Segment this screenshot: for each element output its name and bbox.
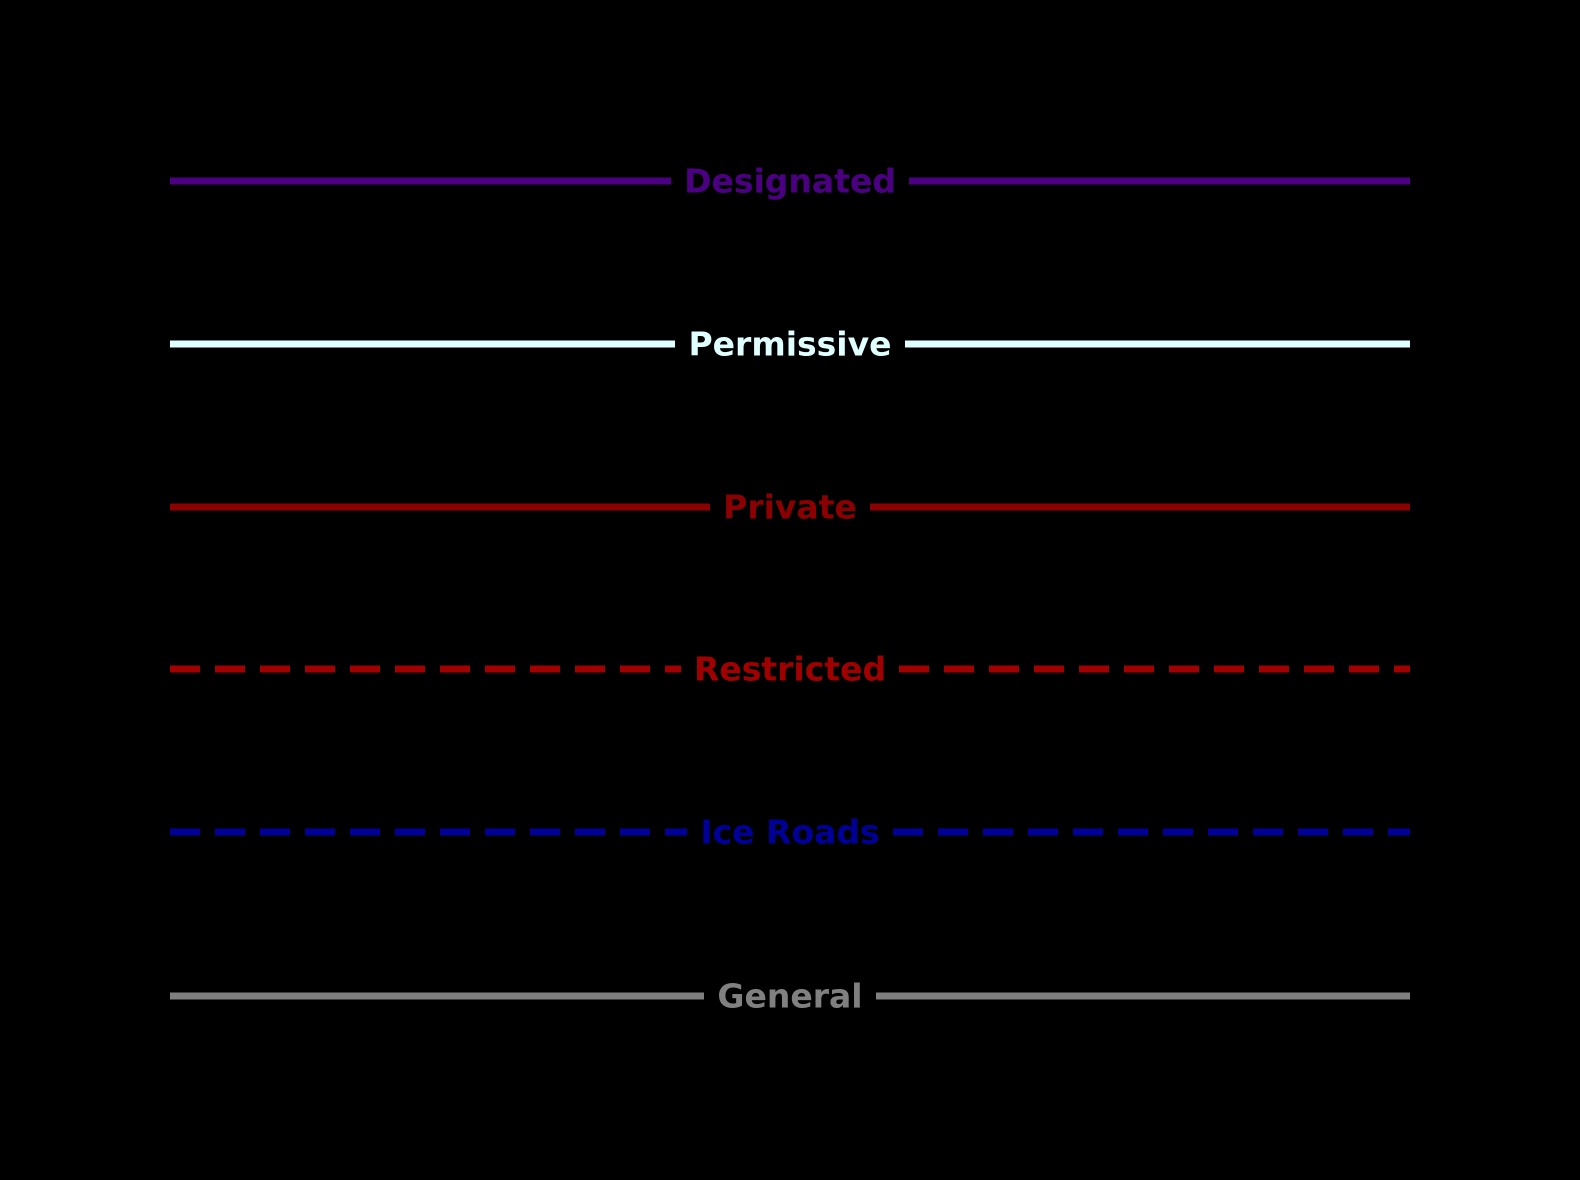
- legend-item-general: General: [170, 976, 1411, 1016]
- legend-line-left-ice-roads: [170, 828, 688, 836]
- legend-line-right-private: [869, 503, 1410, 511]
- legend-line-right-permissive: [904, 340, 1410, 348]
- legend-line-left-general: [170, 992, 705, 1000]
- legend-item-private: Private: [170, 491, 1410, 524]
- legend-label-designated: Designated: [684, 161, 896, 201]
- legend-item-ice-roads: Ice Roads: [170, 812, 1411, 852]
- legend-line-right-ice-roads: [892, 828, 1411, 836]
- legend-line-left-private: [170, 503, 711, 511]
- legend-label-ice-roads: Ice Roads: [700, 812, 880, 852]
- legend-line-right-general: [875, 992, 1411, 1000]
- legend-line-right-restricted: [899, 665, 1411, 673]
- legend-item-designated: Designated: [170, 161, 1411, 201]
- legend-line-left-restricted: [170, 665, 681, 673]
- legend-label-restricted: Restricted: [693, 649, 887, 689]
- legend-label-general: General: [717, 976, 863, 1016]
- legend-item-restricted: Restricted: [170, 649, 1411, 689]
- legend-line-left-permissive: [170, 340, 676, 348]
- legend-line-left-designated: [170, 177, 672, 185]
- legend-item-permissive: Permissive: [170, 328, 1410, 361]
- legend-line-right-designated: [908, 177, 1411, 185]
- legend-label-permissive: Permissive: [688, 324, 892, 364]
- legend-label-private: Private: [723, 487, 857, 527]
